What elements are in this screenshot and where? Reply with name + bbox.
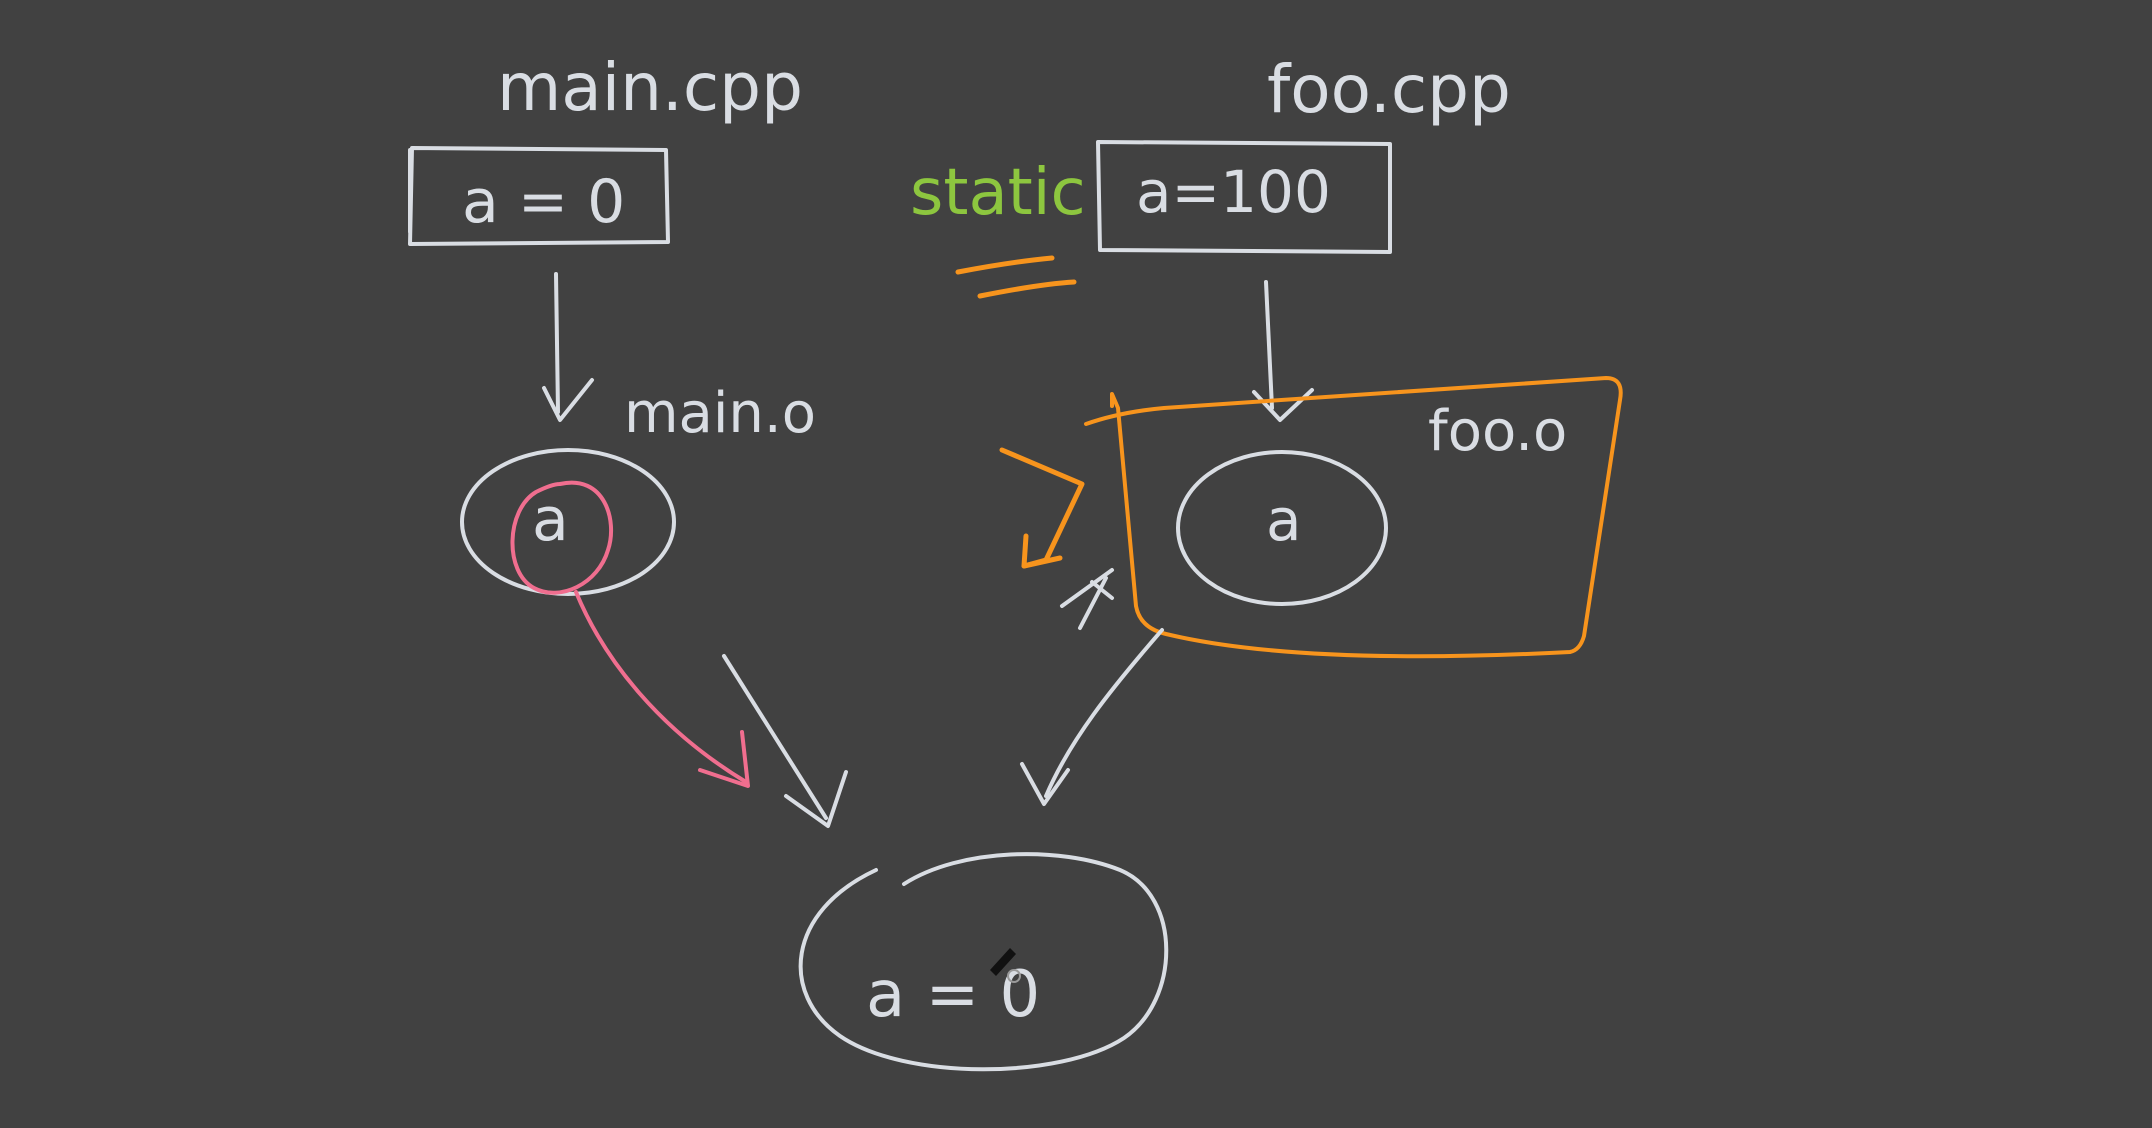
- foo-o-symbol: a: [1266, 486, 1302, 554]
- foo-o-object: a: [1176, 450, 1388, 606]
- foo-cpp-box: a=100: [1096, 140, 1392, 254]
- main-o-ellipse: [460, 448, 676, 596]
- foo-o-label: foo.o: [1428, 399, 1567, 464]
- foo-cpp-label: foo.cpp: [1267, 51, 1511, 128]
- arrow-foo-o-to-result: [1020, 628, 1164, 806]
- main-o-label: main.o: [624, 381, 816, 446]
- blocked-link-mark: [1060, 568, 1114, 630]
- main-cpp-box: a = 0: [408, 146, 670, 246]
- foo-o-ellipse: [1176, 450, 1388, 606]
- main-o-object: a: [460, 448, 676, 596]
- main-cpp-box-value: a = 0: [462, 167, 625, 237]
- static-underline: [955, 255, 1077, 299]
- main-cpp-box-outline: [408, 146, 670, 246]
- orange-pointer-arrow: [999, 447, 1085, 569]
- linked-result: a = 0: [798, 852, 1169, 1072]
- foo-cpp-box-value: a=100: [1136, 158, 1331, 226]
- main-o-symbol: a: [532, 485, 569, 555]
- arrow-main-o-to-result: [722, 654, 848, 828]
- foo-o-box-outline: [1084, 376, 1623, 659]
- static-keyword: static: [910, 156, 1086, 230]
- arrow-main-cpp-to-main-o: [542, 272, 594, 422]
- foo-cpp-box-outline: [1096, 140, 1392, 254]
- main-cpp-label: main.cpp: [497, 49, 803, 126]
- result-ellipse: [798, 852, 1169, 1072]
- foo-o-highlight-box: [1084, 376, 1623, 659]
- pink-link-highlight: [510, 480, 750, 788]
- pen-cursor-icon: [990, 948, 1021, 983]
